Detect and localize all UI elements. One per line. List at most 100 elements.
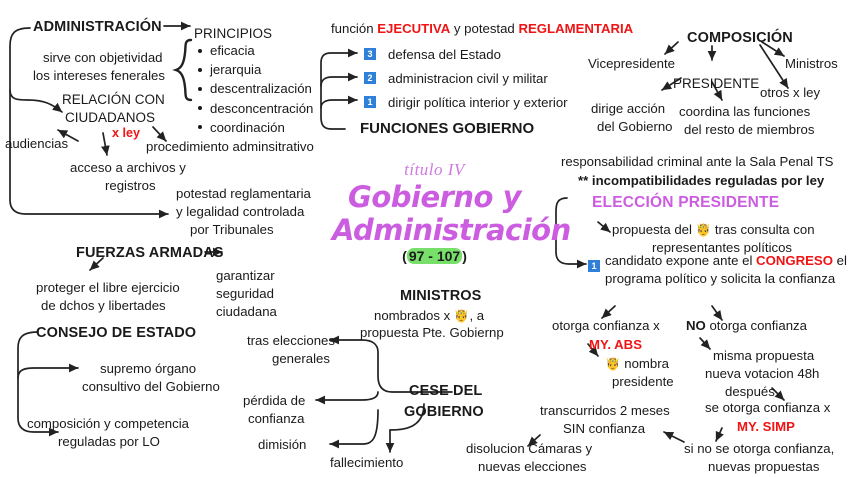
- king-emoji: 🤴: [453, 309, 470, 323]
- list-item: coordinación: [197, 118, 313, 137]
- text-transcurridos-meses: transcurridos 2 meses: [540, 403, 670, 418]
- text-ministros-composicion: Ministros: [785, 56, 838, 71]
- text-disolucion-camaras: disolucion Cámaras y: [466, 441, 593, 456]
- heading-eleccion-presidente: ELECCIÓN PRESIDENTE: [592, 194, 780, 211]
- list-principios: eficacia jerarquia descentralización des…: [197, 41, 313, 137]
- heading-cese-gobierno-2: GOBIERNO: [404, 404, 484, 420]
- title-line-1: Gobierno y: [348, 180, 521, 214]
- text-dimision: dimisión: [258, 437, 307, 452]
- text-candidato-expone: candidato expone ante el CONGRESO el: [605, 253, 847, 268]
- text-nueva-votacion: nueva votacion 48h: [705, 366, 820, 381]
- badge-2: 2: [364, 72, 376, 84]
- text-se-otorga-confianza: se otorga confianza x: [705, 400, 831, 415]
- badge-3: 3: [364, 48, 376, 60]
- text-ciudadana: ciudadana: [216, 304, 277, 319]
- title-block: título IV Gobierno y Administración (97 …: [332, 160, 571, 264]
- text-representantes-politicos: representantes políticos: [652, 240, 793, 255]
- text-programa-politico: programa político y solicita la confianz…: [605, 271, 836, 286]
- text-dchos-libertades: de dchos y libertades: [41, 298, 166, 313]
- text-coordina-funciones: coordina las funciones: [679, 104, 811, 119]
- label-ejecutiva: EJECUTIVA: [377, 21, 451, 36]
- heading-composicion: COMPOSICIÓN: [687, 30, 793, 46]
- text-dirigir-politica: dirigir política interior y exterior: [388, 95, 568, 110]
- text-audiencias: audiencias: [5, 136, 69, 151]
- text-incompatibilidades: ** incompatibilidades reguladas por ley: [578, 173, 825, 188]
- heading-consejo-estado: CONSEJO DE ESTADO: [36, 325, 197, 341]
- text-tras-elecciones: tras elecciones: [247, 333, 335, 348]
- text-confianza: confianza: [248, 411, 305, 426]
- text-vicepresidente: Vicepresidente: [588, 56, 675, 71]
- text-misma-propuesta: misma propuesta: [713, 348, 815, 363]
- text-potestad-reglamentaria: potestad reglamentaria: [176, 186, 311, 201]
- text-coordina-miembros: del resto de miembros: [684, 122, 815, 137]
- heading-cese-gobierno-1: CESE DEL: [409, 383, 483, 399]
- list-item: eficacia: [197, 41, 313, 60]
- label-funcion: función: [331, 21, 378, 36]
- text-si-no-otorga: si no se otorga confianza,: [684, 441, 835, 456]
- text-ministros-propuesta: propuesta Pte. Gobiernp: [360, 325, 504, 340]
- text-acceso-archivos: acceso a archivos y: [70, 160, 186, 175]
- badge-1: 1: [364, 96, 376, 108]
- text-relacion-con: RELACIÓN CON: [62, 92, 165, 107]
- heading-ministros: MINISTROS: [400, 288, 482, 304]
- text-sirve-objetividad: sirve con objetividad: [43, 50, 163, 65]
- label-reglamentaria: REGLAMENTARIA: [518, 21, 634, 36]
- text-seguridad: seguridad: [216, 286, 274, 301]
- list-item: descentralización: [197, 79, 313, 98]
- label-nombra: nombra: [620, 356, 669, 371]
- text-perdida-de: pérdida de: [243, 393, 306, 408]
- king-emoji: 🤴: [605, 357, 621, 371]
- text-mayoria-simple: MY. SIMP: [737, 419, 795, 434]
- text-reguladas-lo: reguladas por LO: [58, 434, 160, 449]
- king-emoji: 🤴: [695, 223, 712, 237]
- label-y-potestad: y potestad: [450, 21, 519, 36]
- label-propuesta: propuesta del: [612, 222, 696, 237]
- text-propuesta-rey: propuesta del 🤴 tras consulta con: [612, 222, 815, 238]
- article-range-value: 97 - 107: [406, 248, 463, 264]
- text-nuevas-propuestas: nuevas propuestas: [708, 459, 820, 474]
- text-despues: después: [725, 384, 775, 399]
- text-intereses-generales: los intereses fenerales: [33, 68, 165, 83]
- text-por-tribunales: por Tribunales: [190, 222, 274, 237]
- text-defensa-estado: defensa del Estado: [388, 47, 501, 62]
- text-presidente-nombrado: presidente: [612, 374, 674, 389]
- text-sin-confianza: SIN confianza: [563, 421, 646, 436]
- label-nombrados-post: , a: [469, 308, 485, 323]
- text-otros-x-ley: otros x ley: [760, 85, 821, 100]
- text-presidente: PRESIDENTE: [673, 76, 760, 91]
- paren-open: (: [402, 248, 407, 264]
- text-generales: generales: [272, 351, 330, 366]
- label-no: NO: [686, 318, 706, 333]
- heading-administracion: ADMINISTRACIÓN: [33, 19, 162, 35]
- text-registros: registros: [105, 178, 156, 193]
- text-composicion-competencia: composición y competencia: [27, 416, 189, 431]
- heading-principios: PRINCIPIOS: [194, 26, 273, 41]
- text-legalidad-controlada: y legalidad controlada: [176, 204, 305, 219]
- heading-fuerzas-armadas: FUERZAS ARMADAS: [76, 245, 224, 261]
- text-titulo-iv: título IV: [404, 160, 465, 179]
- label-nombrados: nombrados x: [374, 308, 454, 323]
- text-ministros-nombrados: nombrados x 🤴, a: [374, 308, 484, 324]
- list-item: jerarquia: [197, 60, 313, 79]
- label-candidato-post: el: [832, 253, 847, 268]
- text-funcion-ejecutiva-line: función EJECUTIVA y potestad REGLAMENTAR…: [331, 21, 633, 36]
- label-otorga-confianza: otorga confianza: [705, 318, 807, 333]
- text-no-otorga-confianza: NO otorga confianza: [686, 318, 807, 333]
- text-ciudadanos: CIUDADANOS: [65, 110, 156, 125]
- text-responsabilidad-criminal: responsabilidad criminal ante la Sala Pe…: [561, 154, 834, 169]
- text-dirige-accion: dirige acción: [591, 101, 666, 116]
- list-item: desconcentración: [197, 99, 313, 118]
- heading-funciones-gobierno: FUNCIONES GOBIERNO: [360, 120, 535, 137]
- text-garantizar: garantizar: [216, 268, 275, 283]
- text-nuevas-elecciones: nuevas elecciones: [478, 459, 587, 474]
- text-mayoria-absoluta: MY. ABS: [589, 337, 642, 352]
- text-supremo-organo: supremo órgano: [100, 361, 197, 376]
- text-rey-nombra: 🤴 nombra: [605, 356, 669, 372]
- badge-1-eleccion: 1: [588, 260, 600, 272]
- text-x-ley: x ley: [112, 126, 141, 140]
- text-administracion-civil-militar: administracion civil y militar: [388, 71, 548, 86]
- label-candidato: candidato expone ante el: [605, 253, 757, 268]
- text-otorga-confianza: otorga confianza x: [552, 318, 660, 333]
- text-fallecimiento: fallecimiento: [330, 455, 404, 470]
